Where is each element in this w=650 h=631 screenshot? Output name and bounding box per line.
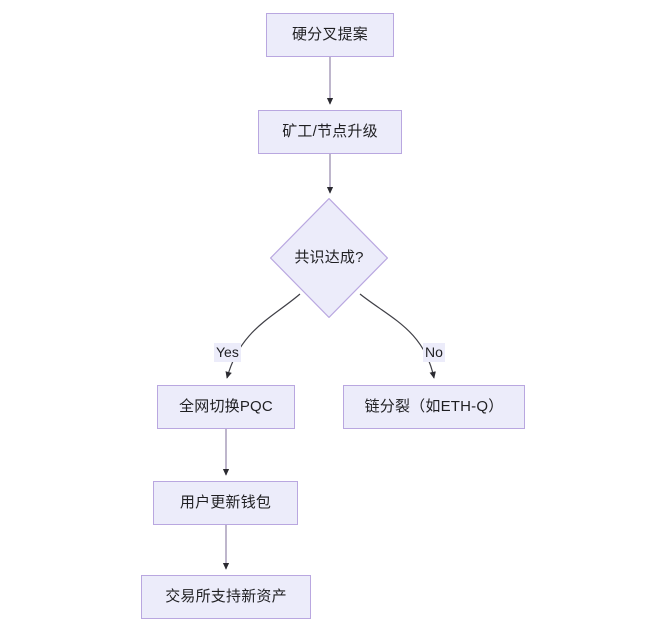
node-chain-split-label: 链分裂（如ETH-Q）: [364, 398, 504, 415]
node-chain-split[interactable]: 链分裂（如ETH-Q）: [343, 385, 525, 429]
node-wallet-update[interactable]: 用户更新钱包: [153, 481, 298, 525]
node-consensus-decision[interactable]: 共识达成?: [270, 198, 388, 318]
node-exchange-support-label: 交易所支持新资产: [165, 588, 287, 605]
node-proposal-label: 硬分叉提案: [291, 26, 368, 43]
diamond-shape: [270, 198, 388, 318]
node-exchange-support[interactable]: 交易所支持新资产: [141, 575, 311, 619]
node-wallet-update-label: 用户更新钱包: [179, 494, 272, 511]
edge-label-yes: Yes: [214, 343, 241, 362]
node-miner-upgrade[interactable]: 矿工/节点升级: [258, 110, 402, 154]
node-consensus-decision-label: 共识达成?: [294, 249, 364, 266]
node-proposal[interactable]: 硬分叉提案: [266, 13, 394, 57]
node-switch-pqc-label: 全网切换PQC: [179, 398, 273, 415]
edge-label-no: No: [423, 343, 445, 362]
node-miner-upgrade-label: 矿工/节点升级: [282, 123, 378, 140]
node-switch-pqc[interactable]: 全网切换PQC: [157, 385, 295, 429]
